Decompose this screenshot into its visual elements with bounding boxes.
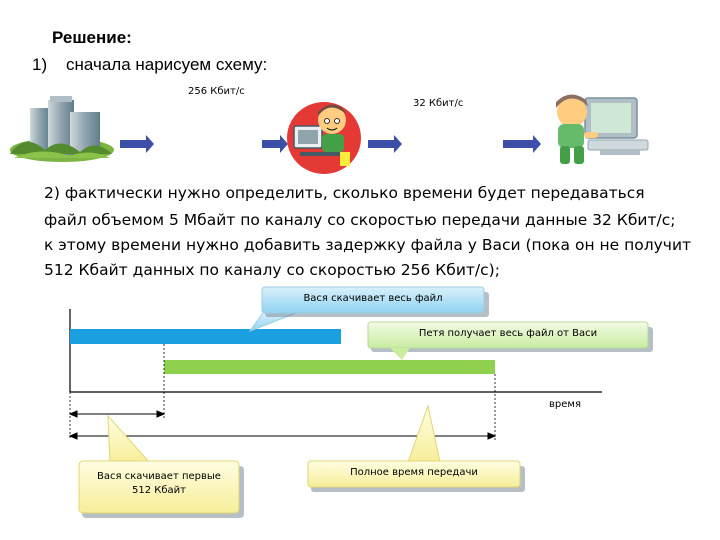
petya-computer-icon xyxy=(556,94,649,164)
time-axis-label: время xyxy=(549,399,581,410)
callout-vasya-first xyxy=(78,414,244,518)
callout-vasya-first-text: Вася скачивает первые 512 Кбайт xyxy=(97,471,221,496)
rate-label-32: 32 Кбит/с xyxy=(413,98,464,109)
petya-receive-bar xyxy=(164,360,495,374)
step1-number: 1) xyxy=(32,55,48,74)
callout-petya-full xyxy=(367,321,653,360)
callout-vasya-full xyxy=(248,286,489,333)
arrow-into-petya xyxy=(503,135,541,153)
rate-label-256: 256 Кбит/с xyxy=(188,86,245,97)
dashed-guides xyxy=(69,344,496,440)
arrow-server-to-vasya xyxy=(120,135,154,153)
vasya-computer-icon xyxy=(287,102,361,174)
paragraph-line-3: к этому времени нужно добавить задержку … xyxy=(44,236,692,254)
paragraph-line-1: 2) фактически нужно определить, сколько … xyxy=(44,184,645,202)
arrow-into-vasya xyxy=(262,135,288,153)
step1-text: сначала нарисуем схему: xyxy=(66,55,268,74)
callout-petya-full-text: Петя получает весь файл от Васи xyxy=(418,328,598,339)
arrow-vasya-to-petya xyxy=(368,135,402,153)
dimension-first-512 xyxy=(68,410,166,418)
vasya-download-bar xyxy=(70,329,341,344)
callout-total-time-text: Полное время передачи xyxy=(350,467,478,478)
slide-title: Решение: xyxy=(52,28,132,47)
callout-total-time xyxy=(307,404,525,492)
callout-vasya-full-text: Вася скачивает весь файл xyxy=(303,293,443,304)
paragraph-line-4: 512 Кбайт данных по каналу со скоростью … xyxy=(44,261,500,279)
server-building-icon xyxy=(10,96,114,162)
paragraph-line-2: файл объемом 5 Мбайт по каналу со скорос… xyxy=(44,211,676,229)
